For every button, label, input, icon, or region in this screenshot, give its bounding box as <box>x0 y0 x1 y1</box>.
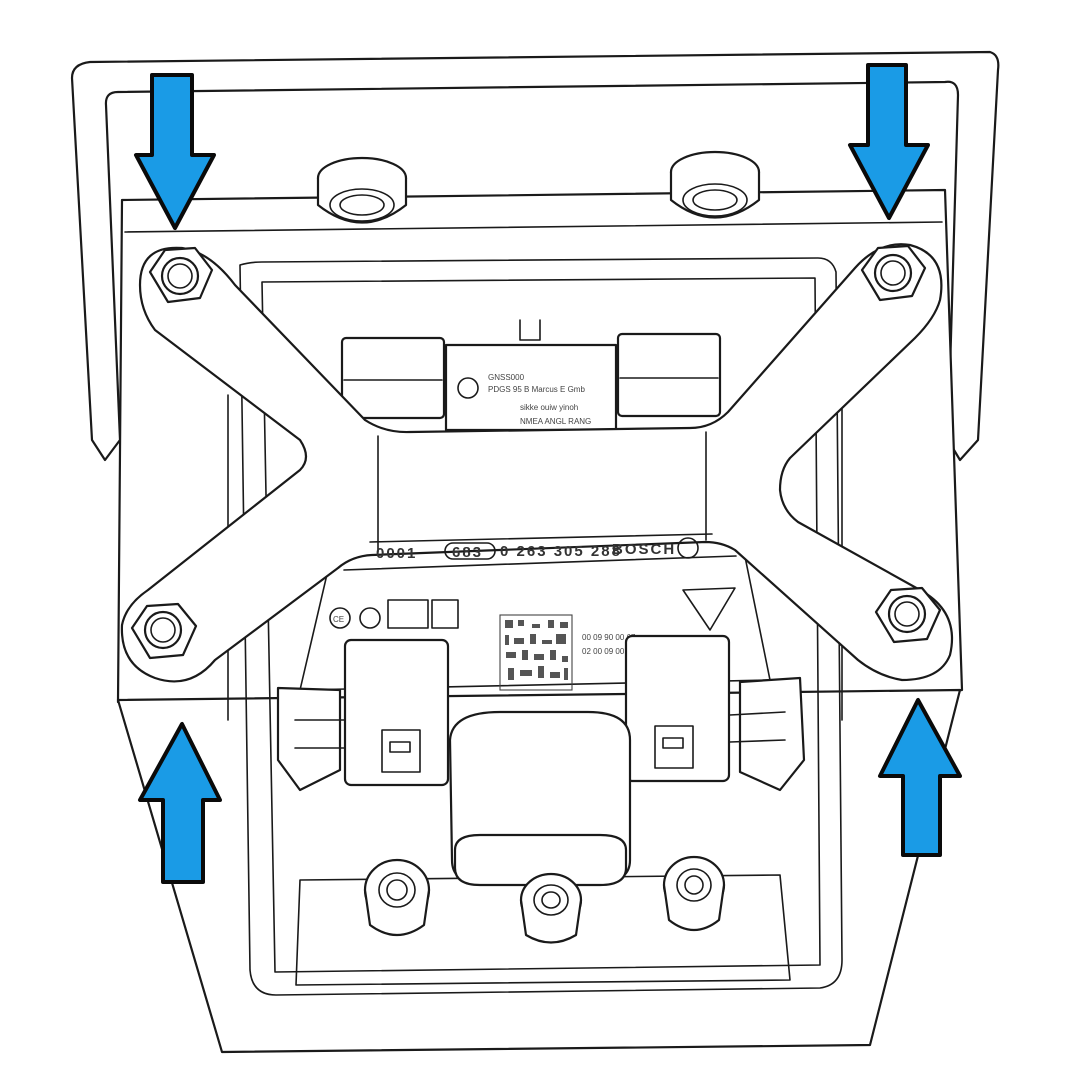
connector-plug <box>448 710 632 887</box>
lower-clips <box>276 634 806 792</box>
label-oval-code: 683 <box>452 544 483 561</box>
arrow-bottom-left-up-icon <box>138 722 222 884</box>
svg-text:CE: CE <box>333 615 344 624</box>
arrow-top-left-down-icon <box>134 73 216 230</box>
svg-text:sikke ouiw yinoh: sikke ouiw yinoh <box>520 403 578 412</box>
nut-top-right <box>860 244 927 302</box>
svg-text:NMEA ANGL RANG: NMEA ANGL RANG <box>520 417 591 426</box>
label-brand: BOSCH <box>612 541 676 558</box>
label-part-number: 0 263 305 288 <box>500 543 622 560</box>
nut-bottom-left <box>130 602 198 660</box>
svg-text:02 00 09 00 00: 02 00 09 00 00 <box>582 647 636 656</box>
arrow-top-right-down-icon <box>848 63 930 220</box>
qr-code <box>505 620 568 680</box>
svg-text:PDGS 95 B Marcus E Gmb: PDGS 95 B Marcus E Gmb <box>488 385 585 394</box>
direction-arrows <box>134 63 962 884</box>
svg-text:00 09 90 00 67: 00 09 90 00 67 <box>582 633 636 642</box>
nut-bottom-right <box>874 586 942 644</box>
bottom-bosses <box>363 855 726 944</box>
label-prefix-code: 0001 <box>376 545 417 562</box>
svg-text:GNSS000: GNSS000 <box>488 373 525 382</box>
top-boss-right <box>669 150 761 219</box>
arrow-bottom-right-up-icon <box>878 698 962 857</box>
x-mounting-plate: 683 0001 0 263 305 288 BOSCH <box>120 243 954 683</box>
top-boss-left <box>316 156 408 224</box>
nut-top-left <box>148 246 214 304</box>
upper-clips: GNSS000 PDGS 95 B Marcus E Gmb sikke oui… <box>340 319 722 432</box>
